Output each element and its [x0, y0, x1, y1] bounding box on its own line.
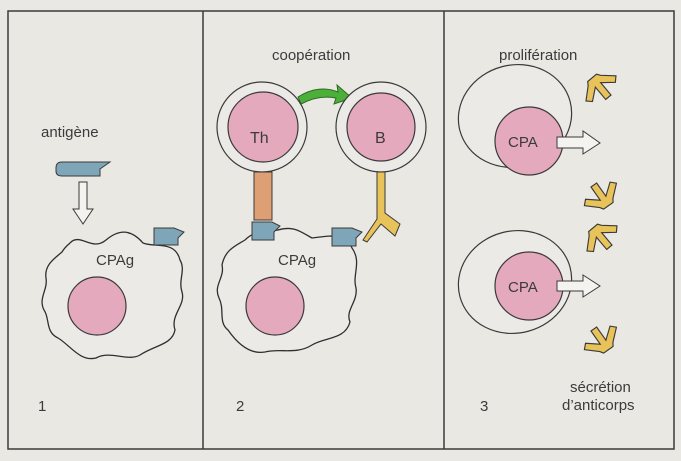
presented-antigen-icon	[153, 227, 185, 246]
antibody-icon	[577, 317, 625, 362]
b-nucleus	[346, 92, 416, 162]
cpa-label-top: CPA	[508, 134, 538, 151]
panel-1: antigène CPAg 1	[38, 124, 185, 415]
panel-number-3: 3	[480, 398, 488, 415]
tcr-receptor	[253, 171, 273, 221]
cpag-label: CPAg	[96, 252, 134, 269]
nucleus-2	[245, 276, 305, 336]
proliferation-title: prolifération	[499, 47, 577, 64]
antibody-icon	[576, 64, 624, 111]
panel-3: prolifération CPA CPA sécrétion d’antico…	[457, 47, 635, 415]
antibody-icon	[577, 173, 625, 218]
curved-green-arrow-icon	[297, 83, 353, 105]
antigen-icon	[55, 161, 112, 177]
presented-antigen-th-icon	[251, 221, 281, 241]
b-label: B	[375, 130, 386, 147]
hollow-arrow-right-icon	[556, 274, 601, 298]
presented-antigen-b-icon	[331, 227, 363, 247]
th-label: Th	[250, 130, 269, 147]
secretion-caption-line1: sécrétion	[570, 379, 631, 396]
secretion-caption-line2: d’anticorps	[562, 397, 635, 414]
hollow-arrow-down-icon	[72, 181, 94, 225]
b-cell-antibody-receptor	[362, 171, 401, 243]
cpa-label-bottom: CPA	[508, 279, 538, 296]
nucleus	[67, 276, 127, 336]
antibody-icon	[577, 214, 625, 261]
panel-number-1: 1	[38, 398, 46, 415]
th-nucleus	[227, 91, 299, 163]
cooperation-title: coopération	[272, 47, 350, 64]
frame-border	[7, 10, 675, 450]
cpag-label-2: CPAg	[278, 252, 316, 269]
panel-number-2: 2	[236, 398, 244, 415]
panel-2: coopération Th B CPAg 2	[216, 47, 427, 415]
hollow-arrow-right-icon	[556, 130, 601, 155]
antigen-label: antigène	[41, 124, 99, 141]
